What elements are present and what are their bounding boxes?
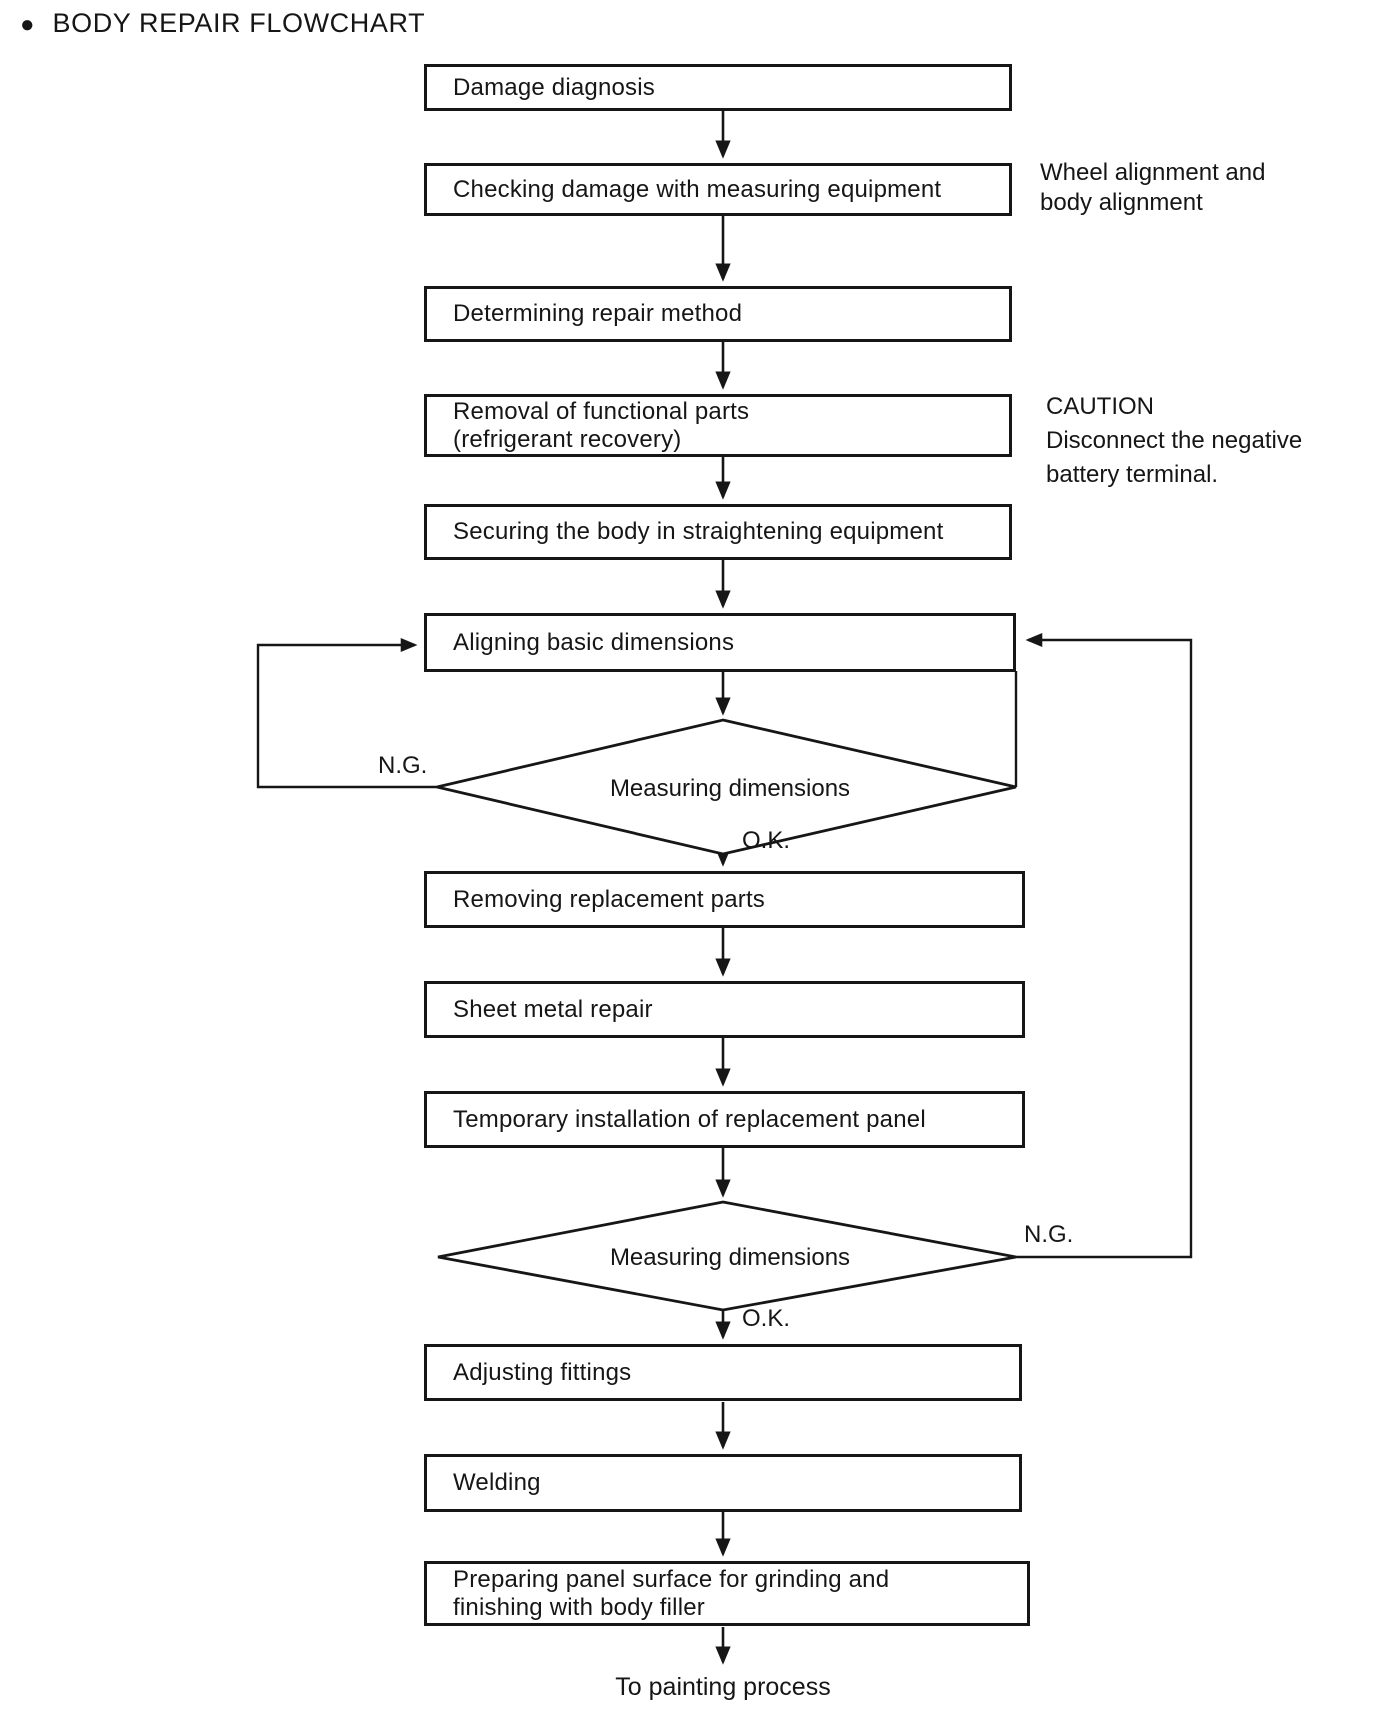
flow-box-determining-repair-method: Determining repair method [424,286,1012,342]
label-ng-2: N.G. [1024,1221,1074,1248]
loop-ng-left-to-aligning [256,637,437,789]
flow-box-adjusting-fittings: Adjusting fittings [424,1344,1022,1401]
flow-box-temporary-installation: Temporary installation of replacement pa… [424,1091,1025,1148]
title-bullet-icon: ● [20,10,35,38]
annotation-line: body alignment [1040,189,1203,217]
flow-box-removing-replacement-parts: Removing replacement parts [424,871,1025,928]
flow-box-label: Determining repair method [453,300,743,327]
feedback-ng-right-to-aligning [1016,632,1193,1259]
annotation-wheel-alignment: Wheel alignment and body alignment [1040,158,1265,219]
flow-box-label-line2: finishing with body filler [453,1593,705,1621]
flow-box-aligning-basic-dimensions: Aligning basic dimensions [424,613,1016,672]
flow-box-welding: Welding [424,1454,1022,1512]
flow-box-label: Sheet metal repair [453,995,653,1023]
flow-box-label: Temporary installation of replacement pa… [453,1105,926,1133]
flow-box-label: Checking damage with measuring equipment [453,175,942,203]
flow-end-label: To painting process [615,1673,831,1701]
decision-diamond-1 [436,718,1017,856]
flow-box-removal-functional-parts: Removal of functional parts (refrigerant… [424,394,1012,457]
flow-box-label: Welding [453,1469,541,1496]
page-title: BODY REPAIR FLOWCHART [52,8,426,38]
annotation-line: Wheel alignment and [1040,159,1266,186]
label-ok-2: O.K. [742,1305,791,1332]
annotation-caution: CAUTION Disconnect the negative battery … [1046,390,1302,492]
flow-box-label: Aligning basic dimensions [453,628,735,656]
label-ng-1: N.G. [378,752,428,779]
flow-box-preparing-panel-surface: Preparing panel surface for grinding and… [424,1561,1030,1626]
flow-box-label: Securing the body in straightening equip… [453,518,944,545]
flow-box-securing-body: Securing the body in straightening equip… [424,504,1012,560]
annotation-line: battery terminal. [1046,461,1219,489]
label-ok-1: O.K. [742,827,791,854]
flow-box-label: Adjusting fittings [453,1358,632,1386]
decision-measuring-dimensions-2: Measuring dimensions [609,1244,851,1271]
flow-box-label: Damage diagnosis [453,73,655,101]
flow-box-damage-diagnosis: Damage diagnosis [424,64,1012,111]
page-header: ● BODY REPAIR FLOWCHART [20,8,425,39]
flow-box-label-line1: Removal of functional parts [453,398,750,426]
annotation-line: Disconnect the negative [1046,427,1303,455]
flow-box-checking-damage: Checking damage with measuring equipment [424,163,1012,216]
flow-box-sheet-metal-repair: Sheet metal repair [424,981,1025,1038]
flow-box-label-line1: Preparing panel surface for grinding and [453,1566,890,1594]
flow-box-label: Removing replacement parts [453,885,766,913]
decision-measuring-dimensions-1: Measuring dimensions [609,775,851,802]
decision-diamond-2 [437,1200,1017,1312]
annotation-line: CAUTION [1046,393,1154,420]
flow-box-label-line2: (refrigerant recovery) [453,425,682,453]
